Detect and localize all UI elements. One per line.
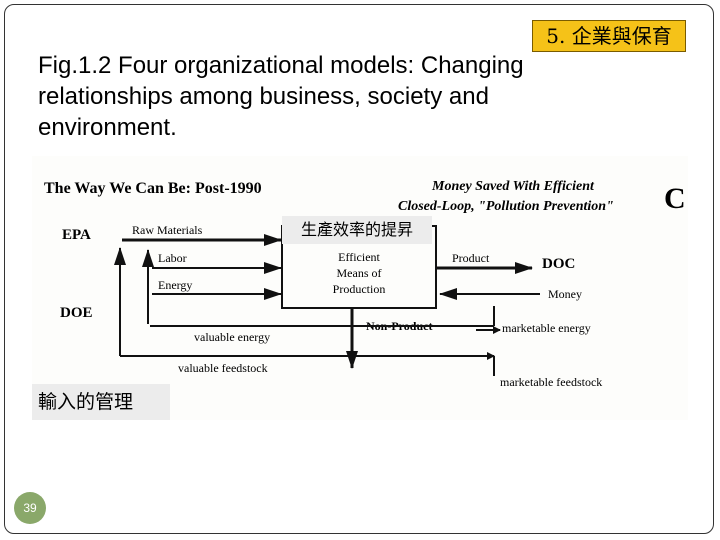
valuable-feedstock-label: valuable feedstock bbox=[178, 361, 268, 375]
page-number-badge: 39 bbox=[14, 492, 46, 524]
model-letter: C bbox=[664, 182, 686, 215]
annotation-efficiency: 生產效率的提昇 bbox=[282, 216, 432, 244]
product-label: Product bbox=[452, 251, 490, 265]
diagram-image: The Way We Can Be: Post-1990 Money Saved… bbox=[32, 156, 688, 420]
energy-label: Energy bbox=[158, 278, 192, 292]
center-label-1: Efficient bbox=[338, 250, 380, 264]
epa-label: EPA bbox=[62, 227, 91, 243]
center-label-2: Means of bbox=[337, 266, 382, 280]
diagram-heading: The Way We Can Be: Post-1990 bbox=[44, 180, 262, 197]
slide-title: Fig.1.2 Four organizational models: Chan… bbox=[38, 52, 524, 141]
diagram-subheading-1: Money Saved With Efficient bbox=[431, 179, 595, 194]
annotation-input-management: 輸入的管理 bbox=[32, 384, 170, 420]
money-label: Money bbox=[548, 287, 582, 301]
doe-label: DOE bbox=[60, 305, 93, 321]
center-label-3: Production bbox=[333, 282, 386, 296]
marketable-energy-label: marketable energy bbox=[502, 321, 591, 335]
diagram-svg: The Way We Can Be: Post-1990 Money Saved… bbox=[44, 179, 686, 389]
marketable-feedstock-label: marketable feedstock bbox=[500, 375, 602, 389]
diagram-subheading-2: Closed-Loop, "Pollution Prevention" bbox=[398, 199, 614, 214]
labor-label: Labor bbox=[158, 251, 187, 265]
doc-label: DOC bbox=[542, 256, 575, 272]
section-tag: 5. 企業與保育 bbox=[532, 20, 686, 52]
raw-materials-label: Raw Materials bbox=[132, 223, 203, 237]
valuable-energy-label: valuable energy bbox=[194, 330, 270, 344]
